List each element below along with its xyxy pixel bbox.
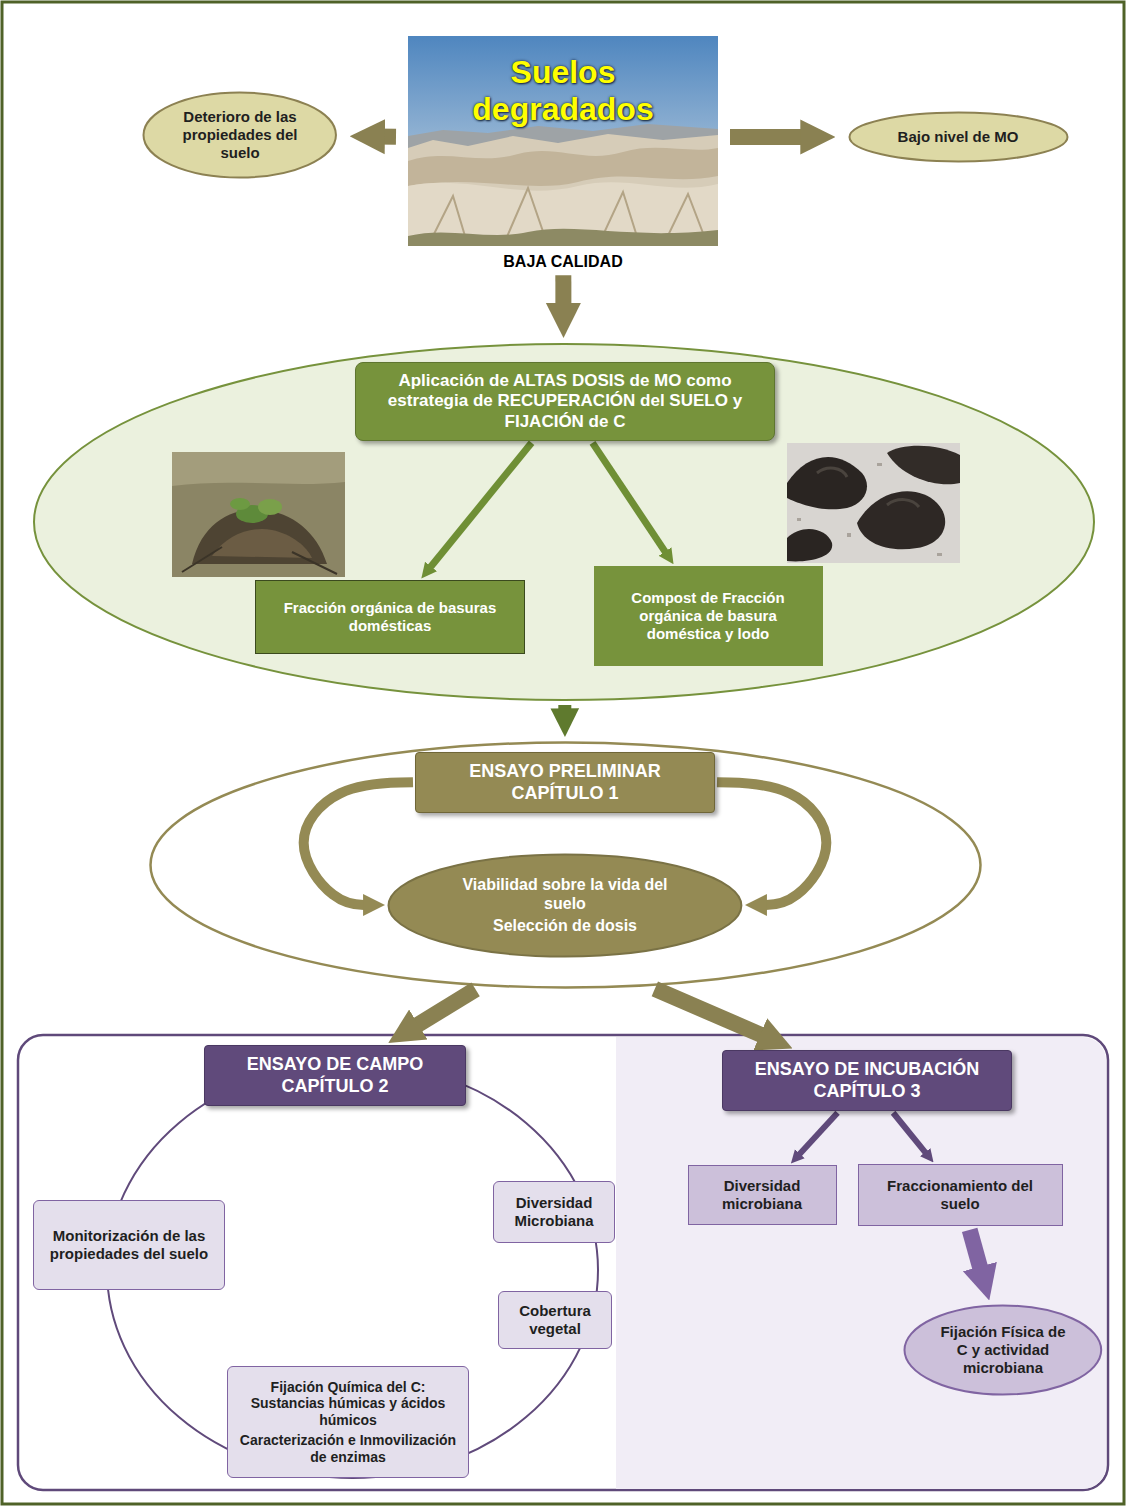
photo-detail — [230, 498, 250, 510]
heading-text: Aplicación de ALTAS DOSIS de MO como est… — [369, 371, 761, 432]
process-box: Diversidad microbiana — [688, 1165, 837, 1225]
flow-arrow — [558, 705, 571, 717]
photo-detail — [408, 229, 718, 246]
photo-detail — [182, 547, 337, 574]
node-text: Fraccionamiento del suelo — [885, 1177, 1035, 1213]
waste-photo — [172, 452, 345, 577]
result-ellipse: Fijación Física de C y actividad microbi… — [903, 1304, 1103, 1396]
compost-photo — [787, 443, 960, 563]
region-panel — [616, 1037, 1106, 1489]
heading-text: ENSAYO DE INCUBACIÓN CAPÍTULO 3 — [735, 1059, 1000, 1102]
node-text: Cobertura vegetal — [510, 1302, 600, 1338]
node-text: Diversidad microbiana — [700, 1177, 825, 1213]
heading-box: ENSAYO PRELIMINAR CAPÍTULO 1 — [415, 752, 715, 813]
node-text: Fracción orgánica de basuras domésticas — [270, 599, 510, 635]
effect-ellipse: Bajo nivel de MO — [848, 111, 1069, 163]
photo-detail — [172, 452, 345, 486]
node-outline — [905, 1306, 1102, 1395]
flow-arrow — [730, 129, 811, 145]
region-outline — [107, 1062, 598, 1478]
results-frame — [18, 1035, 1108, 1490]
trial-region: Viabilidad sobre la vida del sueloSelecc… — [148, 740, 983, 990]
node-outline — [389, 854, 742, 956]
heading-text: ENSAYO PRELIMINAR CAPÍTULO 1 — [450, 761, 680, 804]
photo-detail — [408, 134, 718, 246]
node-text: Monitorización de las propiedades del su… — [45, 1227, 213, 1263]
photo-detail — [787, 529, 832, 561]
region-outline — [151, 743, 981, 988]
process-box: Fraccionamiento del suelo — [858, 1164, 1063, 1226]
photo-detail — [787, 457, 867, 509]
strategy-region: Fracción orgánica de basuras domésticas C… — [32, 342, 1096, 702]
node-text: Suelos degradados — [408, 36, 718, 246]
trial-region: Monitorización de las propiedades del su… — [105, 1060, 600, 1480]
node-outline — [144, 93, 336, 178]
trial-panel: Diversidad microbiana Fraccionamiento del… — [616, 1037, 1106, 1489]
material-box: Compost de Fracción orgánica de basura d… — [594, 566, 823, 666]
region-outline — [34, 344, 1094, 700]
node-text: Viabilidad sobre la vida del suelo — [442, 875, 687, 913]
node-outline — [849, 113, 1067, 162]
photo-detail — [408, 182, 718, 246]
heading-box: ENSAYO DE CAMPO CAPÍTULO 2 — [204, 1045, 466, 1106]
node-text: Diversidad Microbiana — [505, 1194, 603, 1230]
process-box: Diversidad Microbiana — [493, 1181, 615, 1243]
photo-detail — [258, 499, 282, 515]
photo-detail — [787, 443, 960, 563]
heading-text: ENSAYO DE CAMPO CAPÍTULO 2 — [228, 1054, 443, 1097]
node-text: Fijación Física de C y actividad microbi… — [935, 1323, 1070, 1377]
process-box: Monitorización de las propiedades del su… — [33, 1200, 225, 1290]
node-text: Caracterización e Inmovilización de enzi… — [239, 1432, 457, 1466]
photo-node: Suelos degradadosBAJA CALIDAD — [408, 36, 718, 271]
heading-box: ENSAYO DE INCUBACIÓN CAPÍTULO 3 — [722, 1050, 1012, 1111]
photo-detail — [887, 446, 960, 485]
node-text: Compost de Fracción orgánica de basura d… — [606, 589, 811, 643]
flow-arrow — [555, 275, 571, 313]
material-box: Fracción orgánica de basuras domésticas — [255, 580, 525, 654]
node-text: Fijación Química del C: Sustancias húmic… — [239, 1379, 457, 1429]
heading-box: Aplicación de ALTAS DOSIS de MO como est… — [355, 362, 775, 441]
goal-ellipse: Viabilidad sobre la vida del sueloSelecc… — [387, 853, 743, 958]
node-text: Deterioro de las propiedades del suelo — [174, 108, 306, 162]
cause-ellipse: Deterioro de las propiedades del suelo — [142, 91, 337, 179]
photo-detail — [817, 468, 919, 507]
flow-arrow — [655, 989, 770, 1039]
node-text: Selección de dosis — [442, 916, 687, 935]
photo-detail — [408, 148, 718, 186]
photo-detail — [172, 452, 345, 577]
node-text: Bajo nivel de MO — [883, 128, 1033, 146]
flow-arrow — [409, 989, 475, 1030]
flow-arrow — [374, 129, 396, 145]
process-box: Cobertura vegetal — [498, 1291, 612, 1349]
process-box: Fijación Química del C: Sustancias húmic… — [227, 1366, 469, 1478]
node-text: BAJA CALIDAD — [408, 252, 718, 271]
